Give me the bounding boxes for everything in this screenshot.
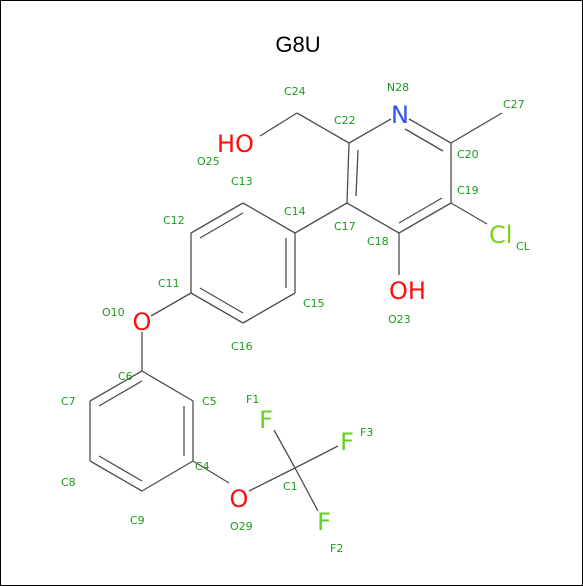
fluorine-f3-symbol: F: [340, 428, 354, 456]
label-c24: C24: [284, 85, 306, 98]
label-f3: F3: [360, 426, 373, 439]
fluorine-f1-symbol: F: [259, 406, 273, 434]
bond-c19-cl: [450, 202, 488, 225]
label-c16: C16: [231, 340, 253, 353]
atom-symbol-layer: N HO OH O O Cl F F F: [133, 101, 513, 536]
label-o23: O23: [388, 313, 411, 326]
bond-c13-c12: [190, 202, 244, 234]
bond-c18-c17: [346, 202, 400, 234]
label-c22: C22: [334, 114, 356, 127]
label-c8: C8: [61, 476, 76, 489]
label-c9: C9: [130, 514, 145, 527]
label-f2: F2: [330, 542, 343, 555]
label-c6: C6: [118, 370, 133, 383]
label-c27: C27: [503, 98, 525, 111]
bond-layer: [89, 112, 503, 512]
label-c17: C17: [334, 220, 356, 233]
bond-c11-c16-double: [199, 287, 244, 314]
bond-c17-c22-double: [355, 149, 359, 197]
label-c18: C18: [367, 235, 389, 248]
label-o29: O29: [230, 520, 253, 533]
label-c1: C1: [283, 480, 298, 493]
hydroxyl-o23-symbol: OH: [389, 277, 426, 305]
bond-c13-c12-double: [199, 212, 244, 239]
bond-c22-n28: [348, 118, 392, 144]
label-c19: C19: [457, 184, 479, 197]
bond-c7-c6: [89, 370, 143, 402]
label-f1: F1: [246, 393, 259, 406]
label-o10: O10: [102, 306, 125, 319]
label-o25: O25: [197, 155, 220, 168]
bond-c24-o25: [259, 112, 298, 137]
bond-c9-c8: [89, 460, 143, 492]
label-c13: C13: [231, 175, 253, 188]
label-c12: C12: [163, 214, 185, 227]
label-n28: N28: [387, 81, 409, 94]
bond-c11-o10: [150, 292, 192, 317]
label-c11: C11: [158, 277, 180, 290]
bond-c14-c13: [242, 202, 296, 234]
diagram-title: G8U: [275, 32, 320, 57]
bond-o29-c1: [248, 467, 296, 492]
label-c5: C5: [202, 395, 217, 408]
label-c14: C14: [284, 205, 306, 218]
bond-c19-c18: [398, 202, 452, 234]
fluorine-f2-symbol: F: [317, 508, 331, 536]
bond-c19-c18-double: [398, 197, 443, 224]
bond-n28-c20: [408, 118, 452, 144]
bond-c17-c14: [294, 202, 348, 234]
atom-number-layer: N28 O25 O23 O10 O29 CL F1 F3 F2 C24 C22 …: [61, 81, 531, 555]
label-c4: C4: [195, 460, 210, 473]
chlorine-symbol: Cl: [489, 221, 512, 249]
nitrogen-symbol: N: [391, 101, 409, 129]
label-c15: C15: [303, 297, 325, 310]
ether-o29-symbol: O: [230, 485, 249, 513]
label-c7: C7: [61, 395, 76, 408]
bond-c4-c9: [141, 460, 194, 492]
bond-c1-f2: [294, 467, 319, 512]
bond-n28-c20-double: [404, 128, 444, 152]
bond-c7-c6-double: [98, 380, 143, 407]
bond-c4-o29: [192, 460, 230, 484]
ether-o10-symbol: O: [133, 308, 152, 336]
label-c20: C20: [457, 148, 479, 161]
bond-c11-c16: [190, 292, 244, 324]
bond-c9-c8-double: [98, 455, 143, 482]
bond-c20-c27: [450, 112, 503, 144]
label-cl: CL: [516, 240, 531, 253]
bond-c6-c5: [141, 370, 194, 402]
bond-c1-f1: [273, 429, 296, 469]
bond-c17-c22: [346, 142, 350, 204]
bond-c16-c15: [242, 292, 296, 324]
bond-c1-f3: [294, 445, 339, 469]
hydroxyl-o25-symbol: HO: [217, 130, 254, 158]
bond-c22-c24: [296, 112, 350, 144]
